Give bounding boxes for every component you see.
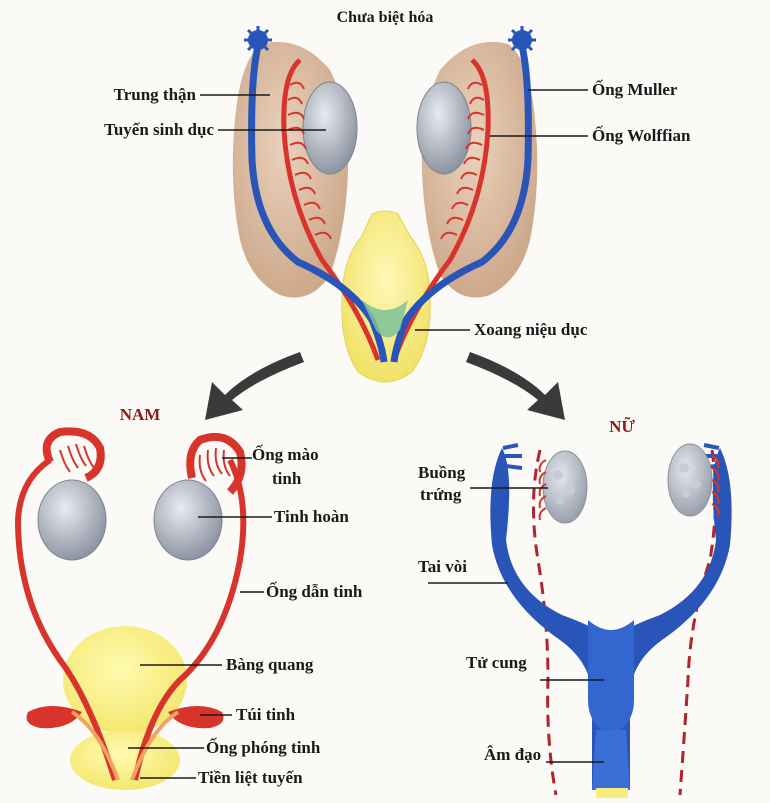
muller-duct-right	[390, 45, 532, 363]
seminal-vesicle-left	[26, 706, 82, 729]
label-mesonephros: Trung thận	[114, 85, 197, 104]
fimbria-female-left-icon	[502, 443, 523, 470]
epididymis-tubules-left	[59, 443, 95, 473]
label-muller: Ống Muller	[592, 79, 678, 99]
undifferentiated-stage: Chưa biệt hóa	[104, 9, 691, 383]
label-vas-deferens: Ống dẫn tinh	[266, 581, 363, 601]
label-seminal-vesicle: Túi tinh	[236, 705, 296, 724]
testis-right	[153, 479, 223, 561]
prostate	[70, 730, 180, 790]
male-stage: NAM Ống mào tinh Tinh hoàn Ống	[14, 405, 363, 790]
arrow-to-male	[205, 352, 304, 420]
bladder	[63, 626, 187, 734]
label-gonad: Tuyến sinh dục	[104, 120, 214, 139]
label-ejaculatory-duct: Ống phóng tinh	[206, 737, 321, 757]
vestigial-wolffian-right	[678, 449, 718, 796]
label-ovary-2: trứng	[420, 485, 462, 504]
label-oviduct: Tai vòi	[418, 557, 467, 576]
label-bladder: Bàng quang	[226, 655, 314, 674]
vaginal-opening	[596, 788, 628, 798]
female-stage: NỮ Buồng	[418, 416, 732, 798]
label-epididymis-1: Ống mào	[252, 444, 319, 464]
ejaculatory-duct-right	[130, 710, 180, 781]
vagina	[592, 730, 630, 790]
label-ovary-1: Buồng	[418, 463, 466, 482]
label-testis: Tinh hoàn	[274, 507, 349, 526]
epididymis-left	[42, 427, 105, 482]
ovary-left	[542, 450, 588, 524]
vas-deferens-right	[132, 458, 247, 781]
fimbria-right-icon	[508, 26, 536, 54]
male-header: NAM	[120, 405, 161, 424]
wolffian-tubules-right	[440, 81, 485, 240]
vas-deferens-left	[14, 457, 118, 781]
wolffian-tubules-left	[287, 81, 332, 240]
arrow-to-female	[466, 352, 565, 420]
gonad-right	[416, 81, 472, 175]
urogenital-sinus	[341, 210, 431, 383]
label-vagina: Âm đạo	[484, 745, 541, 764]
epididymis-right	[186, 433, 246, 495]
label-sinus: Xoang niệu dục	[474, 320, 588, 339]
label-prostate: Tiền liệt tuyến	[198, 768, 303, 787]
testis-left	[37, 479, 107, 561]
stage-title: Chưa biệt hóa	[337, 9, 434, 26]
wolffian-duct-left	[281, 58, 381, 361]
seminal-vesicle-right	[168, 706, 224, 729]
label-uterus: Tử cung	[466, 653, 527, 672]
female-header: NỮ	[609, 416, 635, 436]
ovary-follicles	[553, 463, 701, 504]
ejaculatory-duct-left	[70, 710, 120, 781]
epididymis-tubules-right	[198, 447, 231, 482]
label-epididymis-2: tinh	[272, 469, 302, 488]
uterus-body	[588, 620, 634, 730]
ovary-right	[667, 443, 713, 517]
ovary-tubules	[538, 455, 720, 521]
label-wolffian: Ống Wolffian	[592, 125, 691, 145]
ducts-merge	[362, 300, 408, 338]
gonad-left	[302, 81, 358, 175]
fimbria-left-icon	[244, 26, 272, 54]
